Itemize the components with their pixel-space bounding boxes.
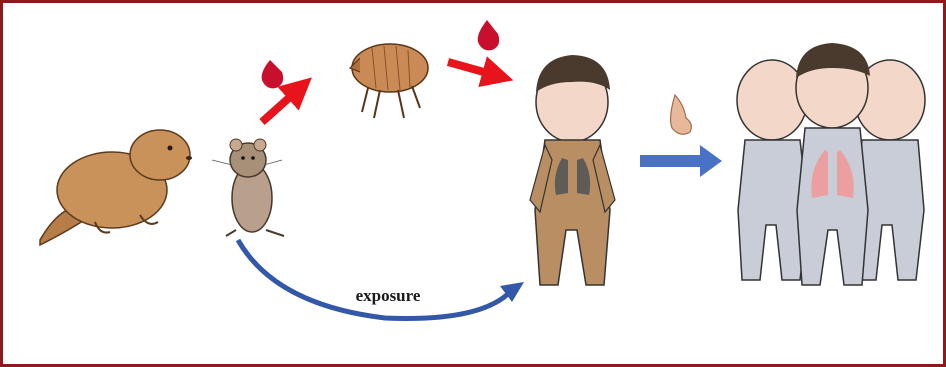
spread-arrow <box>640 145 722 177</box>
contacts-group-icon <box>737 43 925 285</box>
infected-person-icon <box>530 55 615 285</box>
prairie-dog-icon <box>40 130 192 245</box>
exposure-label: exposure <box>333 286 443 306</box>
flea-to-human-arrow <box>448 62 498 76</box>
exposure-arrow <box>238 240 524 318</box>
nose-icon <box>671 95 692 134</box>
flea-icon <box>350 44 428 118</box>
gerbil-icon <box>212 139 284 236</box>
rodent-to-flea-arrow <box>262 88 300 122</box>
